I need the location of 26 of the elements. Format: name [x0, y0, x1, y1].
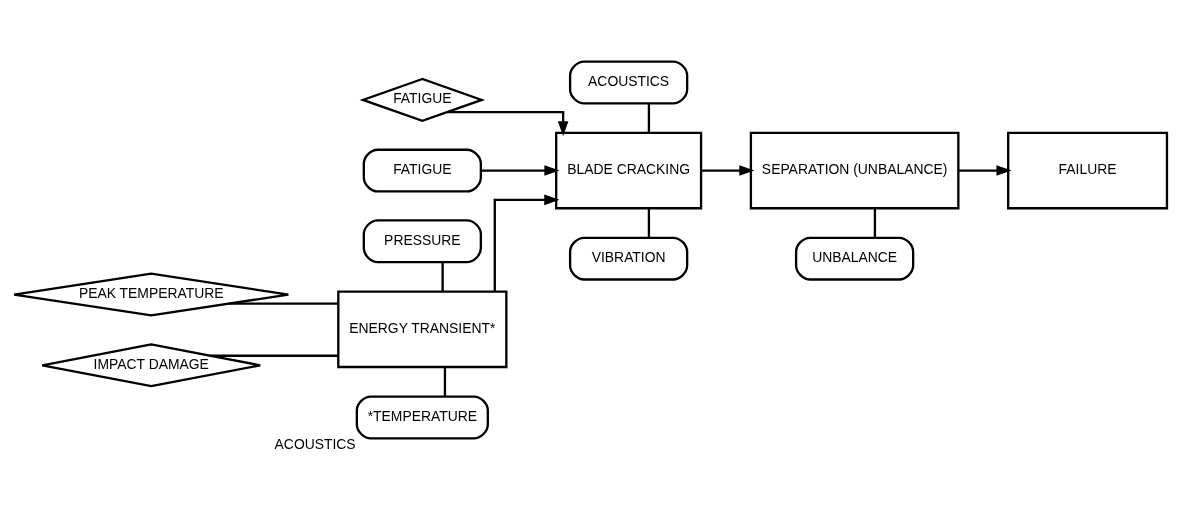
connector — [647, 103, 651, 133]
node-label: ACOUSTICS — [274, 436, 356, 453]
connector — [873, 208, 877, 238]
arrow — [447, 110, 569, 137]
arrow — [493, 194, 560, 292]
node-box: UNBALANCE — [794, 236, 915, 281]
node-box: BLADE CRACKING — [555, 131, 703, 210]
arrow — [480, 165, 560, 176]
node-box: *TEMPERATURE — [355, 395, 489, 440]
node-box: ENERGY TRANSIENT* — [337, 290, 508, 369]
node-diamond: IMPACT DAMAGE — [41, 343, 262, 388]
node-box: SEPARATION (UNBALANCE) — [749, 131, 960, 210]
node-box: ACOUSTICS — [568, 60, 689, 105]
connector — [441, 262, 444, 292]
arrow — [958, 165, 1012, 176]
node-box: FATIGUE — [362, 148, 483, 193]
node-diamond: FATIGUE — [359, 77, 486, 122]
connector — [647, 208, 651, 238]
connector — [443, 367, 447, 397]
connector — [210, 354, 339, 357]
node-box: FAILURE — [1007, 131, 1169, 210]
node-diamond: PEAK TEMPERATURE — [13, 272, 290, 317]
node-box: PRESSURE — [362, 219, 483, 264]
arrow — [701, 165, 755, 176]
connector — [229, 302, 338, 305]
node-box: VIBRATION — [568, 236, 689, 281]
